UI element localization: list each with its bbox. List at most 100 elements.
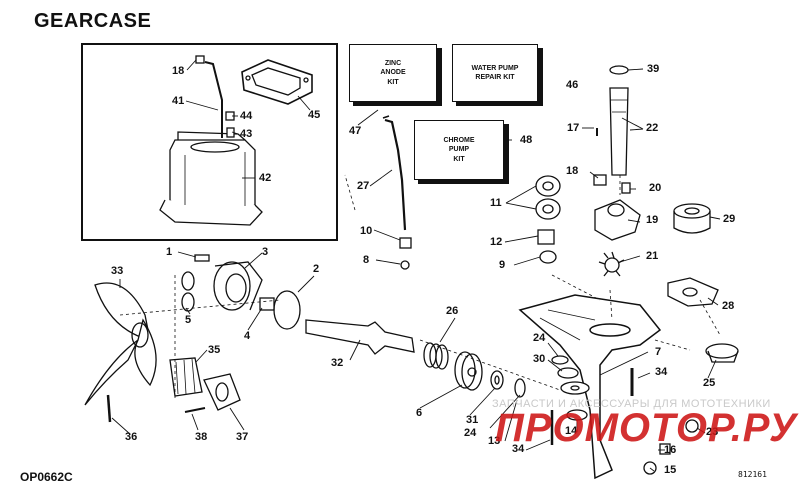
inset-frame	[81, 43, 338, 241]
callout-29: 29	[723, 213, 736, 225]
bushing-12	[537, 229, 555, 245]
leader-lines	[111, 59, 721, 472]
impeller-21	[598, 251, 625, 277]
washer-31	[490, 370, 504, 390]
anode-25	[705, 343, 739, 363]
callout-2: 2	[313, 263, 320, 275]
callout-3: 3	[262, 246, 269, 258]
grommet-10	[399, 237, 412, 249]
callout-47: 47	[349, 125, 362, 137]
callout-45: 45	[308, 109, 321, 121]
callout-16: 16	[664, 444, 677, 456]
callout-41: 41	[172, 95, 185, 107]
plug-23	[685, 419, 699, 433]
callout-7: 7	[655, 346, 662, 358]
oring-2	[273, 290, 301, 330]
callout-31: 31	[466, 414, 479, 426]
callout-30: 30	[533, 353, 546, 365]
screw-16	[659, 443, 671, 455]
diagram-title: GEARCASE	[34, 10, 152, 32]
serial-number: 812161	[738, 470, 767, 479]
callout-34-lower: 34	[512, 443, 525, 455]
callout-32: 32	[331, 357, 344, 369]
callout-10: 10	[360, 225, 373, 237]
spring-26	[423, 342, 449, 370]
callout-8: 8	[363, 254, 370, 266]
callout-33: 33	[111, 265, 124, 277]
callout-4: 4	[244, 330, 251, 342]
propeller-33	[84, 282, 157, 406]
callout-25: 25	[703, 377, 716, 389]
alignment-lines	[119, 174, 721, 400]
thrust-hub-35	[169, 357, 203, 397]
screw-1	[194, 254, 210, 262]
bearings-11	[535, 175, 561, 220]
callout-9: 9	[499, 259, 506, 271]
gasket-45	[241, 59, 313, 105]
watermark-caption: ЗАПЧАСТИ И АКСЕССУАРЫ ДЛЯ МОТОТЕХНИКИ	[492, 398, 771, 410]
callout-24-lower: 24	[464, 427, 477, 439]
callout-20: 20	[649, 182, 662, 194]
cover-29	[673, 203, 711, 234]
cotter-pin-38	[184, 407, 206, 413]
seal-9	[539, 250, 557, 264]
callout-34-upper: 34	[655, 366, 668, 378]
callout-27: 27	[357, 180, 370, 192]
drive-shaft-22	[609, 87, 629, 176]
figure-code: OP0662C	[20, 470, 73, 484]
callout-24: 24	[533, 332, 546, 344]
callout-23: 23	[706, 426, 719, 438]
callout-46: 46	[566, 79, 579, 91]
washer-13	[514, 378, 526, 398]
callout-22: 22	[646, 122, 659, 134]
gearcase-housing	[518, 294, 662, 480]
water-tube-27	[384, 118, 407, 231]
exhaust-housing-42	[159, 131, 263, 226]
grommet-18	[593, 174, 607, 186]
callout-35: 35	[208, 344, 221, 356]
kit-zinc-anode: ZINC ANODE KIT	[349, 44, 437, 102]
callout-39: 39	[647, 63, 660, 75]
callout-37: 37	[236, 431, 249, 443]
callout-11: 11	[490, 197, 502, 209]
seal-5	[181, 271, 195, 312]
callout-48: 48	[520, 134, 533, 146]
gear-6	[454, 351, 483, 391]
kit-chrome-pump: CHROME PUMP KIT	[414, 120, 504, 180]
callout-28: 28	[722, 300, 735, 312]
bearing-carrier-3	[213, 261, 263, 311]
pin-36	[106, 394, 112, 423]
callout-12: 12	[490, 236, 503, 248]
nut-8	[400, 260, 410, 270]
pinion-7	[560, 381, 590, 395]
callout-5: 5	[185, 314, 192, 326]
callout-38: 38	[195, 431, 208, 443]
callout-42: 42	[259, 172, 272, 184]
plate-28	[667, 277, 719, 307]
tube-41	[204, 61, 223, 138]
washer-30	[557, 367, 579, 379]
nut-37	[203, 373, 241, 411]
callout-17: 17	[567, 122, 580, 134]
oring-39	[609, 65, 629, 75]
shim-24	[551, 355, 569, 365]
screw-20	[621, 182, 631, 194]
callout-18: 18	[172, 65, 185, 77]
callout-44: 44	[240, 110, 253, 122]
watermark-brand: ПРОМОТОР.РУ	[495, 406, 798, 450]
callout-21: 21	[646, 250, 659, 262]
callout-15: 15	[664, 464, 677, 476]
callout-18-pump: 18	[566, 165, 579, 177]
callout-1: 1	[166, 246, 173, 258]
pump-housing-19	[594, 199, 641, 241]
propeller-shaft-32	[305, 319, 415, 355]
callout-14: 14	[565, 425, 578, 437]
callout-36: 36	[125, 431, 138, 443]
kit-water-pump: WATER PUMP REPAIR KIT	[452, 44, 538, 102]
grommet-18-inset	[195, 55, 205, 64]
callout-19: 19	[646, 214, 659, 226]
callout-43: 43	[240, 128, 253, 140]
callout-6: 6	[416, 407, 423, 419]
